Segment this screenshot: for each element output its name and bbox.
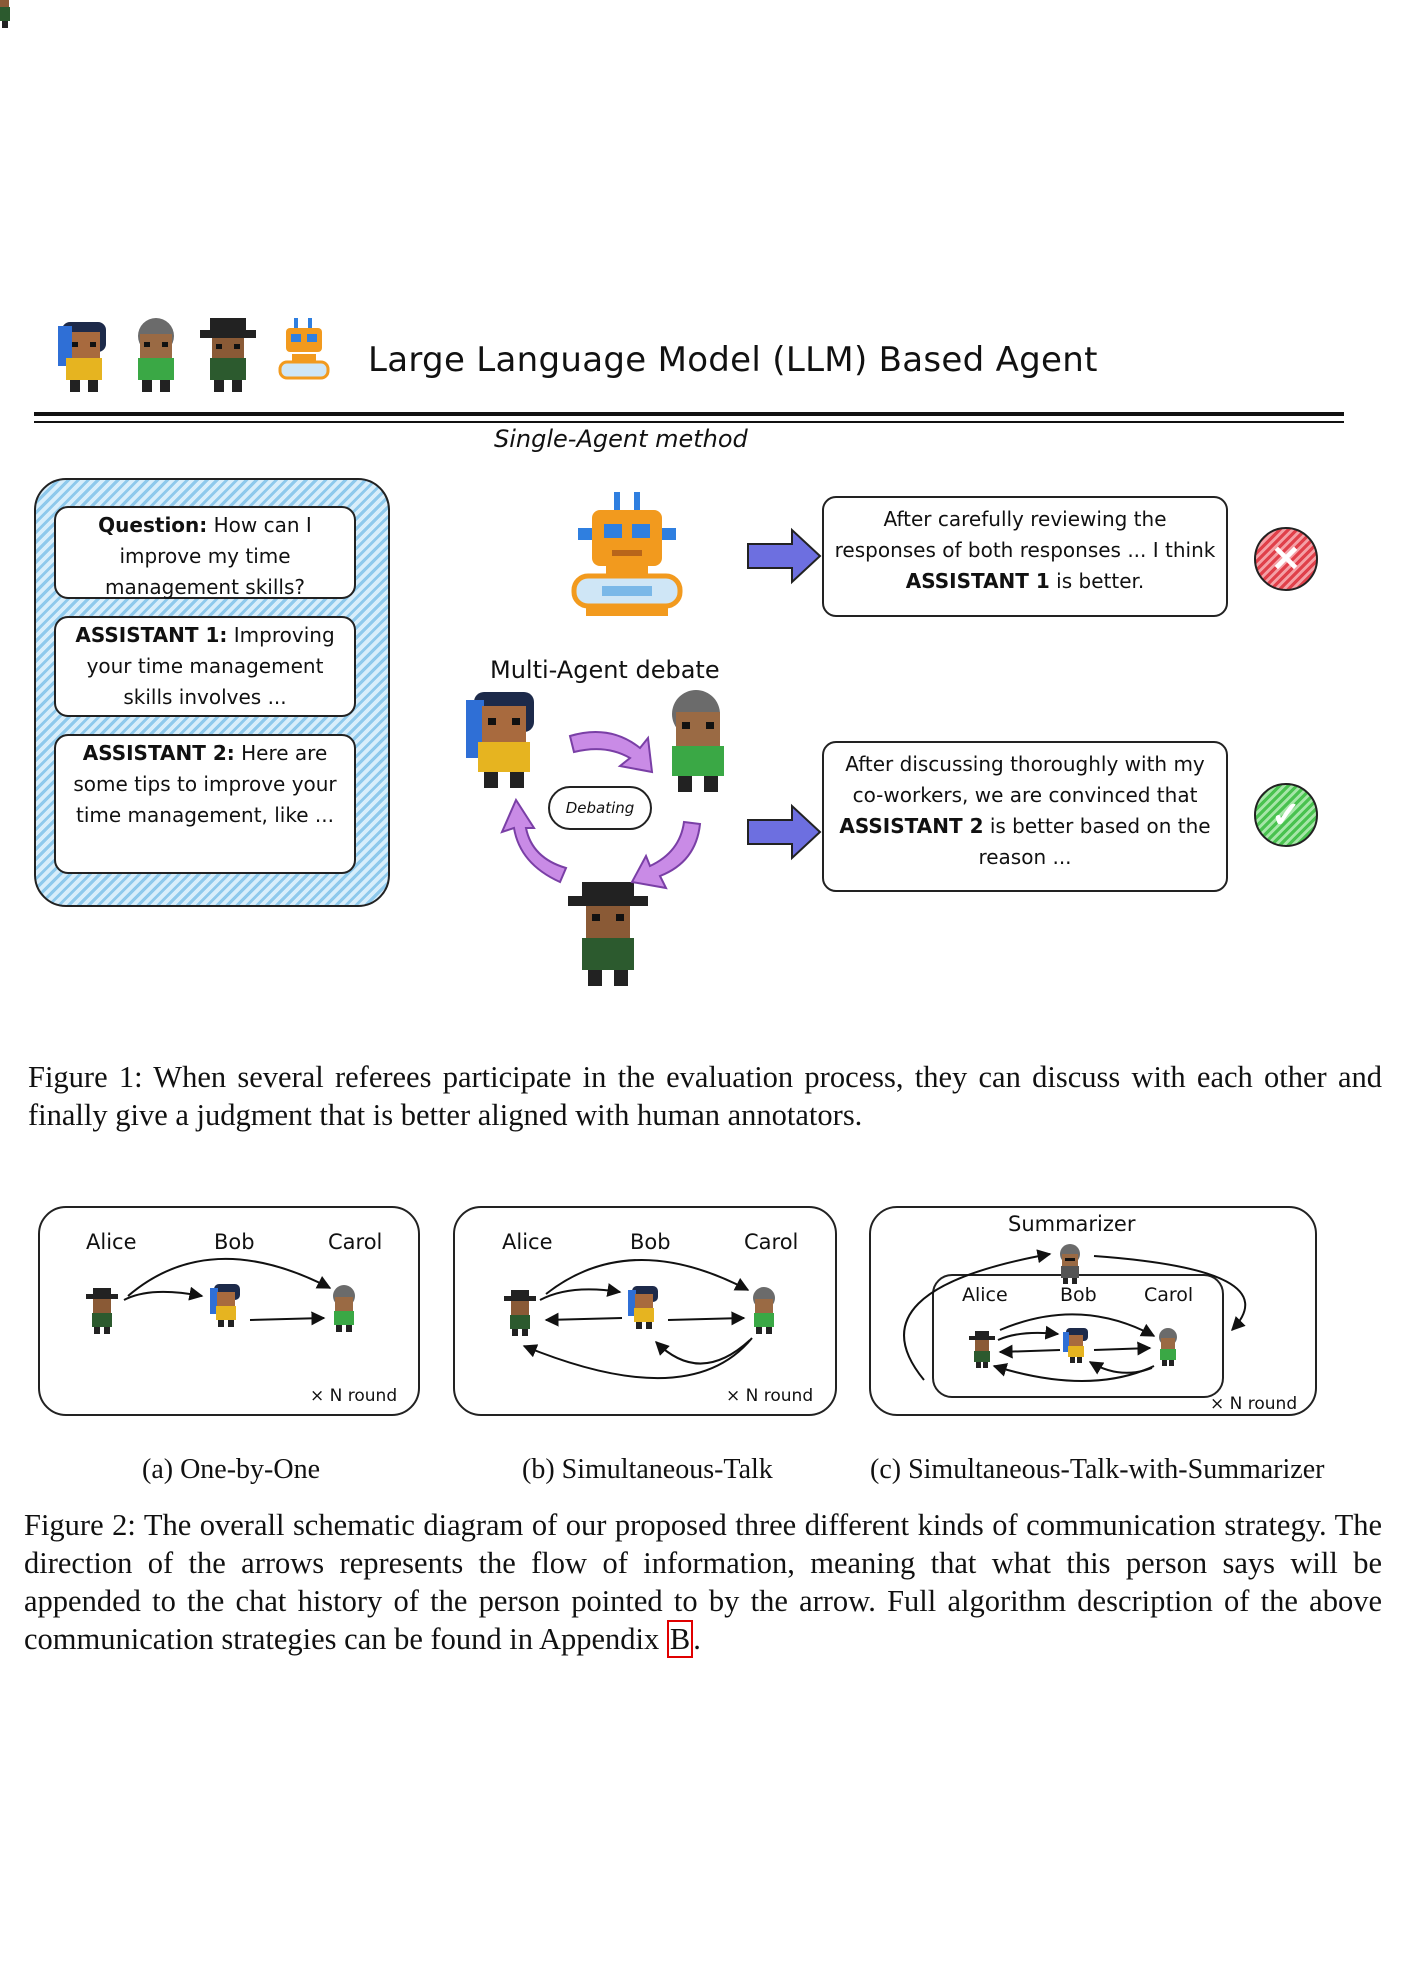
single-response-pre: After carefully reviewing the responses … (834, 507, 1216, 562)
subcaption-b: (b) Simultaneous-Talk (522, 1454, 773, 1485)
header-robot-icon (278, 318, 330, 380)
debate-bob-icon (672, 690, 724, 792)
title-rule-thin (34, 421, 1344, 423)
multi-agent-label: Multi-Agent debate (490, 656, 720, 684)
panel-b-name-carol: Carol (744, 1230, 799, 1254)
assistant-1-card: ASSISTANT 1: Improving your time managem… (54, 616, 356, 717)
title-rule-thick (34, 412, 1344, 416)
avatar-bob-icon (138, 318, 174, 392)
multi-response-pre: After discussing thoroughly with my co-w… (845, 752, 1205, 807)
figure-1-caption: Figure 1: When several referees particip… (28, 1060, 1382, 1132)
single-response-post: is better. (1056, 569, 1145, 593)
panel-b-rounds: × N round (726, 1386, 814, 1406)
figure-2-caption-text: Figure 2: The overall schematic diagram … (24, 1508, 1382, 1656)
question-card: Question: How can I improve my time mana… (54, 506, 356, 599)
panel-c-rounds: × N round (1210, 1394, 1298, 1414)
assistant-2-text: Here are some tips to improve your time … (73, 741, 337, 827)
assistant-2-card: ASSISTANT 2: Here are some tips to impro… (54, 734, 356, 874)
panel-a-name-alice: Alice (86, 1230, 137, 1254)
panel-a-name-carol: Carol (328, 1230, 383, 1254)
avatar-carol-icon (200, 318, 256, 392)
panel-b-name-alice: Alice (502, 1230, 553, 1254)
avatar-alice-icon (58, 322, 106, 392)
subcaption-a: (a) One-by-One (142, 1454, 321, 1485)
debate-alice-icon (466, 692, 534, 788)
panel-c-name-bob: Bob (1060, 1284, 1097, 1306)
figure-2-caption: Figure 2: The overall schematic diagram … (24, 1506, 1382, 1658)
multi-response-post: is better based on the reason ... (978, 814, 1211, 869)
panel-a-rounds: × N round (310, 1386, 398, 1406)
multi-response-emphasis: ASSISTANT 2 (839, 814, 984, 838)
single-agent-response: After carefully reviewing the responses … (822, 496, 1228, 617)
flow-arrows (747, 527, 822, 861)
subcaption-c: (c) Simultaneous-Talk-with-Summarizer (870, 1454, 1325, 1485)
correct-check-icon: ✓ (1254, 783, 1318, 847)
wrong-icon: ✕ (1254, 527, 1318, 591)
single-agent-label: Single-Agent method (494, 425, 748, 453)
question-text: How can I improve my time management ski… (104, 513, 312, 599)
debating-cloud: Debating (548, 786, 652, 830)
panel-c-name-summarizer: Summarizer (1008, 1212, 1136, 1236)
panel-b-name-bob: Bob (630, 1230, 671, 1254)
appendix-link[interactable]: B (666, 1620, 694, 1658)
assistant-1-text: Improving your time management skills in… (86, 623, 335, 709)
assistant-1-label: ASSISTANT 1: (75, 623, 228, 647)
debate-carol-icon (568, 882, 648, 986)
assistant-2-label: ASSISTANT 2: (82, 741, 235, 765)
mini-carol-icon (0, 0, 10, 28)
figure-1-title: Large Language Model (LLM) Based Agent (368, 340, 1098, 380)
figure-2-caption-end: . (693, 1622, 701, 1656)
panel-a-name-bob: Bob (214, 1230, 255, 1254)
robot-icon (571, 492, 683, 616)
panel-c-name-alice: Alice (962, 1284, 1008, 1306)
multi-agent-response: After discussing thoroughly with my co-w… (822, 741, 1228, 892)
panel-c-name-carol: Carol (1144, 1284, 1194, 1306)
question-label: Question: (98, 513, 208, 537)
single-response-emphasis: ASSISTANT 1 (905, 569, 1050, 593)
